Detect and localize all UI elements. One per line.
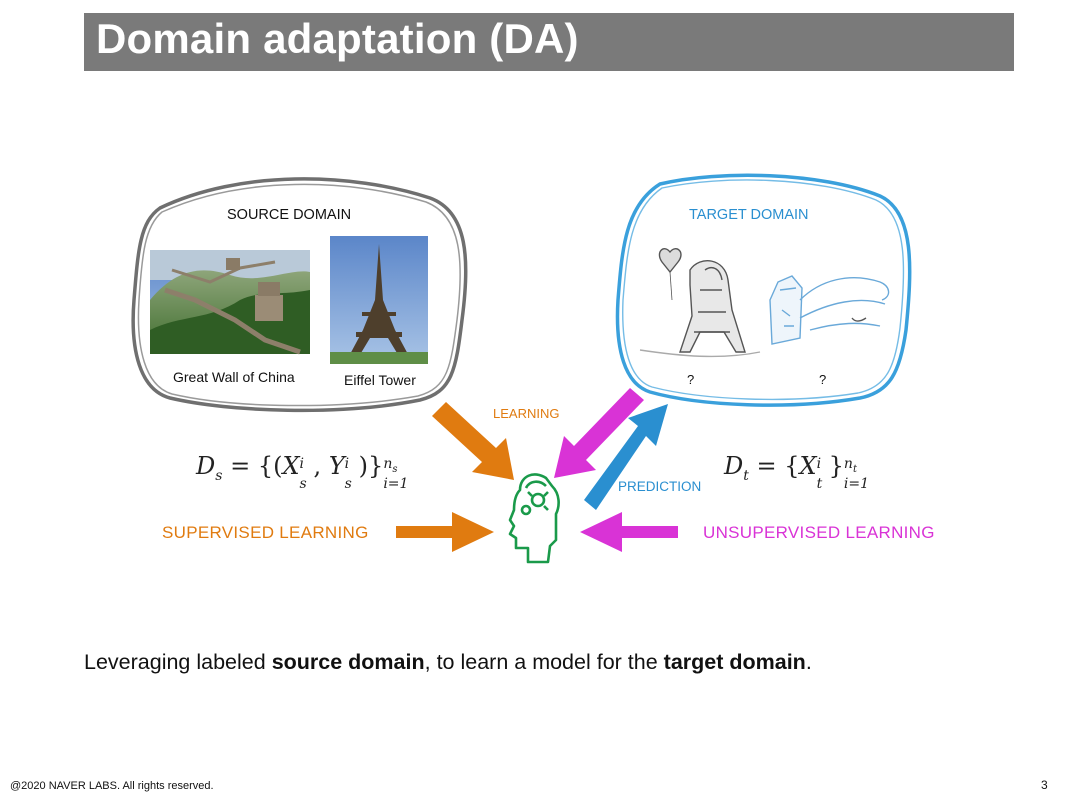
unsupervised-learning-label: UNSUPERVISED LEARNING bbox=[703, 523, 935, 542]
prediction-arrow bbox=[584, 404, 668, 510]
statement-part1: Leveraging labeled bbox=[84, 650, 272, 674]
learning-arrow bbox=[432, 402, 514, 480]
target-to-head-arrow bbox=[554, 388, 644, 478]
great-wall-photo bbox=[150, 250, 310, 355]
summary-statement: Leveraging labeled source domain, to lea… bbox=[84, 650, 812, 675]
great-wall-sketch bbox=[769, 275, 890, 345]
target-domain-title: TARGET DOMAIN bbox=[689, 207, 809, 223]
source-domain-title: SOURCE DOMAIN bbox=[227, 207, 352, 223]
source-domain-boundary bbox=[131, 177, 468, 413]
statement-source-domain: source domain bbox=[271, 650, 425, 674]
target-domain-boundary bbox=[615, 173, 912, 407]
head-gears-icon bbox=[508, 473, 560, 564]
eiffel-tower-photo bbox=[330, 236, 428, 364]
supervised-arrow bbox=[396, 512, 494, 552]
eiffel-sketch bbox=[639, 248, 761, 358]
copyright: @2020 NAVER LABS. All rights reserved. bbox=[10, 780, 214, 792]
target-image-1-label: ? bbox=[687, 372, 695, 387]
source-formula: Ds = {(Xsi, Ysi)}i=1nsDs = {(Xis, Yis)}n… bbox=[196, 452, 409, 492]
statement-target-domain: target domain bbox=[663, 650, 806, 674]
target-image-2-label: ? bbox=[819, 372, 827, 387]
page-number: 3 bbox=[1041, 778, 1048, 792]
unsupervised-arrow bbox=[580, 512, 678, 552]
eiffel-caption: Eiffel Tower bbox=[344, 372, 416, 388]
target-formula: Dt = {Xti}i=1ntDt = {Xit}nti=1 bbox=[724, 452, 870, 492]
prediction-label: PREDICTION bbox=[618, 479, 702, 494]
title-bar: Domain adaptation (DA) bbox=[84, 13, 1014, 71]
supervised-learning-label: SUPERVISED LEARNING bbox=[162, 523, 369, 542]
slide-title: Domain adaptation (DA) bbox=[96, 15, 579, 62]
statement-part2: , to learn a model for the bbox=[424, 650, 664, 674]
learning-label: LEARNING bbox=[493, 406, 560, 421]
great-wall-caption: Great Wall of China bbox=[173, 369, 295, 385]
statement-part3: . bbox=[805, 650, 812, 674]
